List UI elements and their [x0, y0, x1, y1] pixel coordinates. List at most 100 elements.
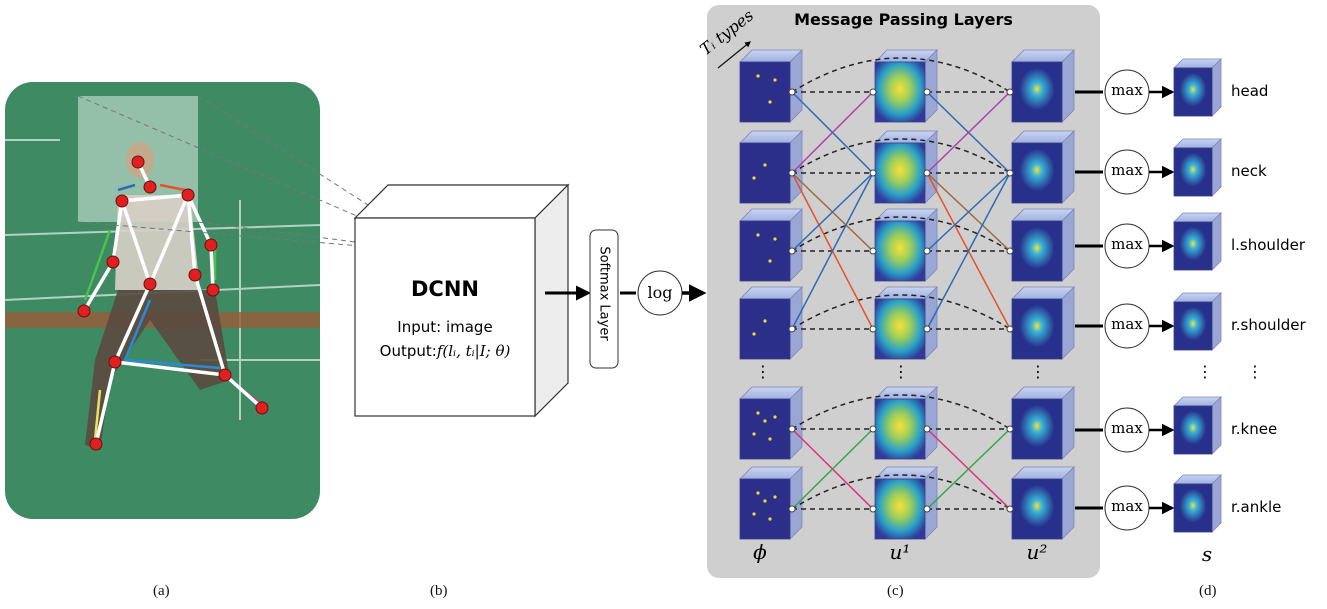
heatmap-u2-2	[1011, 130, 1075, 204]
edge-node	[869, 169, 877, 177]
edge-node	[788, 247, 796, 255]
output-column	[1075, 58, 1222, 533]
heatmap-phi-5	[739, 386, 803, 460]
speckle	[752, 332, 756, 336]
heatmap-u2-4	[1011, 286, 1075, 360]
message-edge	[791, 91, 874, 174]
ellipsis-output-heatmap: ⋮	[1197, 362, 1213, 381]
speckle	[756, 411, 760, 415]
speckle	[763, 499, 767, 503]
speckle	[768, 517, 772, 521]
edge-node	[923, 169, 931, 177]
output-heatmap-5	[1173, 396, 1222, 455]
max-label: max	[1111, 497, 1143, 515]
edge-node	[788, 325, 796, 333]
skeleton-limbs	[82, 161, 264, 445]
ellipsis-output-label: ⋮	[1247, 362, 1263, 381]
edge-node	[1006, 247, 1014, 255]
heatmap-u2-3	[1011, 208, 1075, 282]
heatmap-u1-3	[874, 208, 938, 282]
speckle	[756, 233, 760, 237]
heatmap-phi-6	[739, 466, 803, 540]
edge-node	[788, 88, 796, 96]
speckle	[752, 432, 756, 436]
crop-projection-lines	[77, 95, 444, 254]
max-label: max	[1111, 161, 1143, 179]
message-edges	[788, 57, 1014, 513]
message-edge	[791, 172, 874, 252]
message-edge	[926, 172, 1011, 252]
edge-node	[869, 505, 877, 513]
output-heatmap-6	[1173, 474, 1222, 533]
heatmap-phi-4	[739, 286, 803, 360]
edge-node	[869, 88, 877, 96]
dcnn-block	[353, 183, 570, 418]
output-heatmap-3	[1173, 212, 1222, 271]
edge-node	[788, 505, 796, 513]
edge-node	[788, 425, 796, 433]
output-heatmap-1	[1173, 58, 1222, 117]
message-edge	[926, 428, 1011, 510]
edge-node	[869, 247, 877, 255]
speckle	[752, 176, 756, 180]
joint-label-5: r.ankle	[1231, 498, 1282, 516]
speckle	[773, 237, 777, 241]
joint-label-4: r.knee	[1231, 420, 1278, 438]
message-edge	[791, 172, 874, 330]
heatmap-phi-3	[739, 208, 803, 282]
speckle	[768, 437, 772, 441]
dcnn-input-text: Input: image	[397, 318, 493, 336]
heatmap-phi-2	[739, 130, 803, 204]
edge-node	[1006, 169, 1014, 177]
edge-node	[1006, 325, 1014, 333]
edge-node	[1006, 425, 1014, 433]
max-label: max	[1111, 315, 1143, 333]
dcnn-title: DCNN	[411, 277, 479, 301]
heatmap-u2-1	[1011, 49, 1075, 123]
edge-node	[923, 505, 931, 513]
edge-node	[923, 425, 931, 433]
ellipsis-u2: ⋮	[1030, 362, 1046, 381]
panel-label-c: (c)	[887, 583, 904, 599]
softmax-box	[589, 229, 619, 369]
edge-node	[1006, 505, 1014, 513]
column-label-u1: u¹	[889, 540, 911, 564]
max-label: max	[1111, 419, 1143, 437]
output-heatmap-2	[1173, 138, 1222, 197]
speckle	[773, 415, 777, 419]
speckle	[763, 319, 767, 323]
max-label: max	[1111, 81, 1143, 99]
max-label: max	[1111, 235, 1143, 253]
dcnn-output-formula: f(lᵢ, tᵢ|I; θ)	[436, 342, 511, 360]
dcnn-output-line: Output:f(lᵢ, tᵢ|I; θ)	[355, 342, 535, 360]
column-label-phi: ϕ	[753, 540, 767, 564]
edge-node	[923, 247, 931, 255]
edge-node	[923, 325, 931, 333]
dashed-arc	[791, 138, 1011, 174]
joint-label-2: l.shoulder	[1231, 236, 1306, 254]
heatmap-u2-6	[1011, 466, 1075, 540]
heatmap-u1-6	[874, 466, 938, 540]
speckle	[773, 78, 777, 82]
edge-node	[923, 88, 931, 96]
speckle	[773, 495, 777, 499]
ellipsis-phi: ⋮	[755, 362, 771, 381]
output-label-s: s	[1201, 542, 1213, 566]
speckle	[763, 419, 767, 423]
panel-label-a: (a)	[153, 583, 170, 599]
speckle	[756, 491, 760, 495]
edge-node	[788, 169, 796, 177]
log-label: log	[647, 283, 673, 302]
speckle	[768, 259, 772, 263]
dashed-arc	[791, 216, 1011, 252]
message-passing-title: Message Passing Layers	[794, 10, 1013, 29]
heatmap-u1-2	[874, 130, 938, 204]
joint-label-0: head	[1231, 82, 1269, 100]
dashed-arc	[791, 474, 1011, 510]
joint-label-1: neck	[1231, 162, 1267, 180]
softmax-label: Softmax Layer	[596, 246, 612, 341]
speckle	[756, 74, 760, 78]
dashed-arc	[791, 294, 1011, 330]
message-edge	[791, 428, 874, 510]
